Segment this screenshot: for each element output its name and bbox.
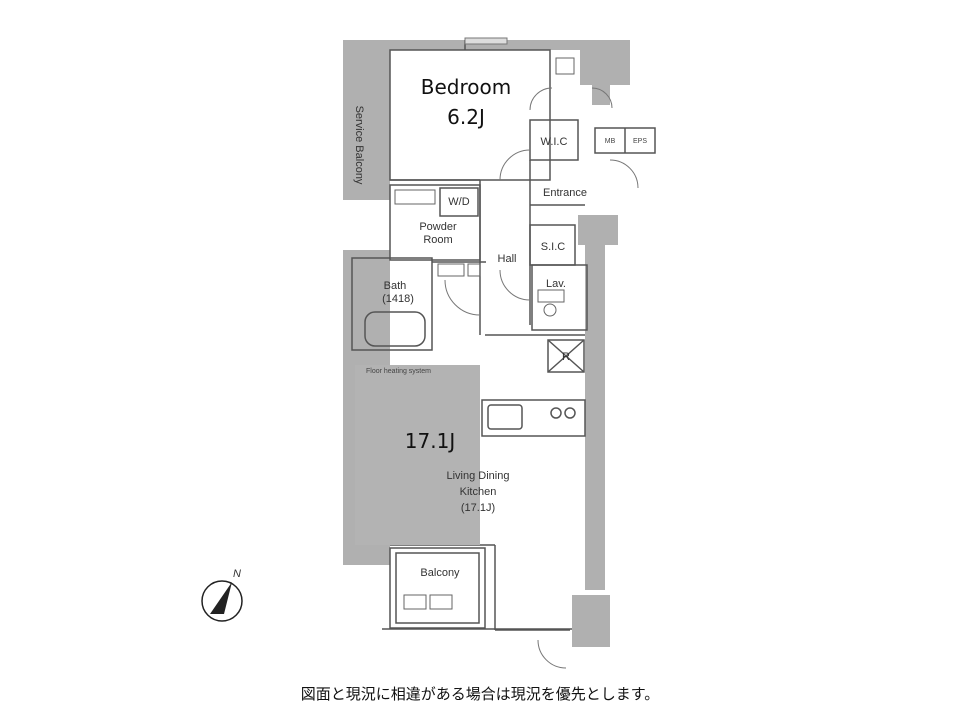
ldk-size-label: 17.1J bbox=[405, 429, 455, 453]
wd-label: W/D bbox=[448, 196, 469, 208]
door-swings bbox=[444, 37, 639, 669]
floor-heating-label: Floor heating system bbox=[366, 368, 431, 375]
powder-room-label-2: Room bbox=[423, 234, 452, 246]
entrance-label: Entrance bbox=[543, 187, 587, 199]
compass-icon: N bbox=[201, 568, 243, 622]
powder-room-label-1: Powder bbox=[419, 221, 457, 233]
fixtures bbox=[394, 57, 575, 610]
sic-label: S.I.C bbox=[541, 241, 566, 253]
bath-label-1: Bath bbox=[384, 280, 407, 292]
mb-label: MB bbox=[605, 138, 616, 145]
refrigerator-label: R bbox=[562, 351, 570, 363]
wic-label: W.I.C bbox=[541, 136, 568, 148]
hall-label: Hall bbox=[498, 253, 517, 265]
bedroom-label: Bedroom bbox=[421, 75, 511, 99]
disclaimer-caption: 図面と現況に相違がある場合は現況を優先とします。 bbox=[300, 685, 660, 703]
north-label: N bbox=[233, 568, 241, 580]
lav-label: Lav. bbox=[546, 278, 566, 290]
ldk-label-1: Living Dining bbox=[447, 470, 510, 482]
bedroom-size-label: 6.2J bbox=[447, 105, 485, 129]
service-balcony-label: Service Balcony bbox=[353, 106, 365, 185]
ldk-label-2: Kitchen bbox=[460, 486, 497, 498]
balcony-label: Balcony bbox=[420, 567, 460, 579]
interior-walls bbox=[351, 40, 656, 631]
ldk-label-3: (17.1J) bbox=[461, 502, 495, 514]
floor-heating-area bbox=[355, 365, 480, 545]
outer-walls bbox=[343, 40, 630, 647]
bath-label-2: (1418) bbox=[382, 293, 414, 305]
eps-label: EPS bbox=[633, 138, 647, 145]
